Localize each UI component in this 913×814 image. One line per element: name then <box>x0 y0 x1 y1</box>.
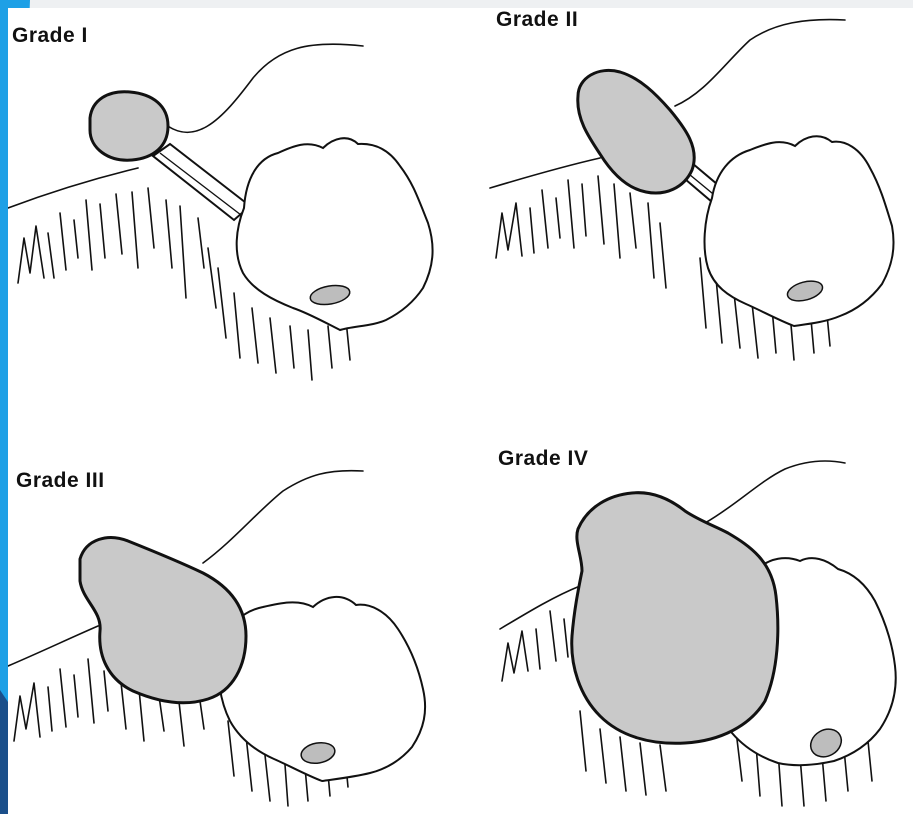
panel-grade-1: Grade I <box>8 8 460 411</box>
grade-label: Grade I <box>12 24 88 48</box>
grade-label: Grade II <box>496 8 578 32</box>
grading-figure: Grade I Grade II Grade <box>8 8 913 814</box>
grade-1-illustration <box>8 8 460 411</box>
grade-2-lesion <box>578 70 694 193</box>
panel-grade-2: Grade II <box>460 8 912 411</box>
grade-label: Grade III <box>16 469 105 493</box>
panel-grade-4: Grade IV <box>460 411 912 814</box>
grade-1-lesion <box>90 92 168 160</box>
grade-4-lesion <box>572 493 778 744</box>
grade-label: Grade IV <box>498 447 588 471</box>
grade-4-illustration <box>460 411 912 814</box>
panel-grade-3: Grade III <box>8 411 460 814</box>
grade-2-illustration <box>460 8 912 411</box>
